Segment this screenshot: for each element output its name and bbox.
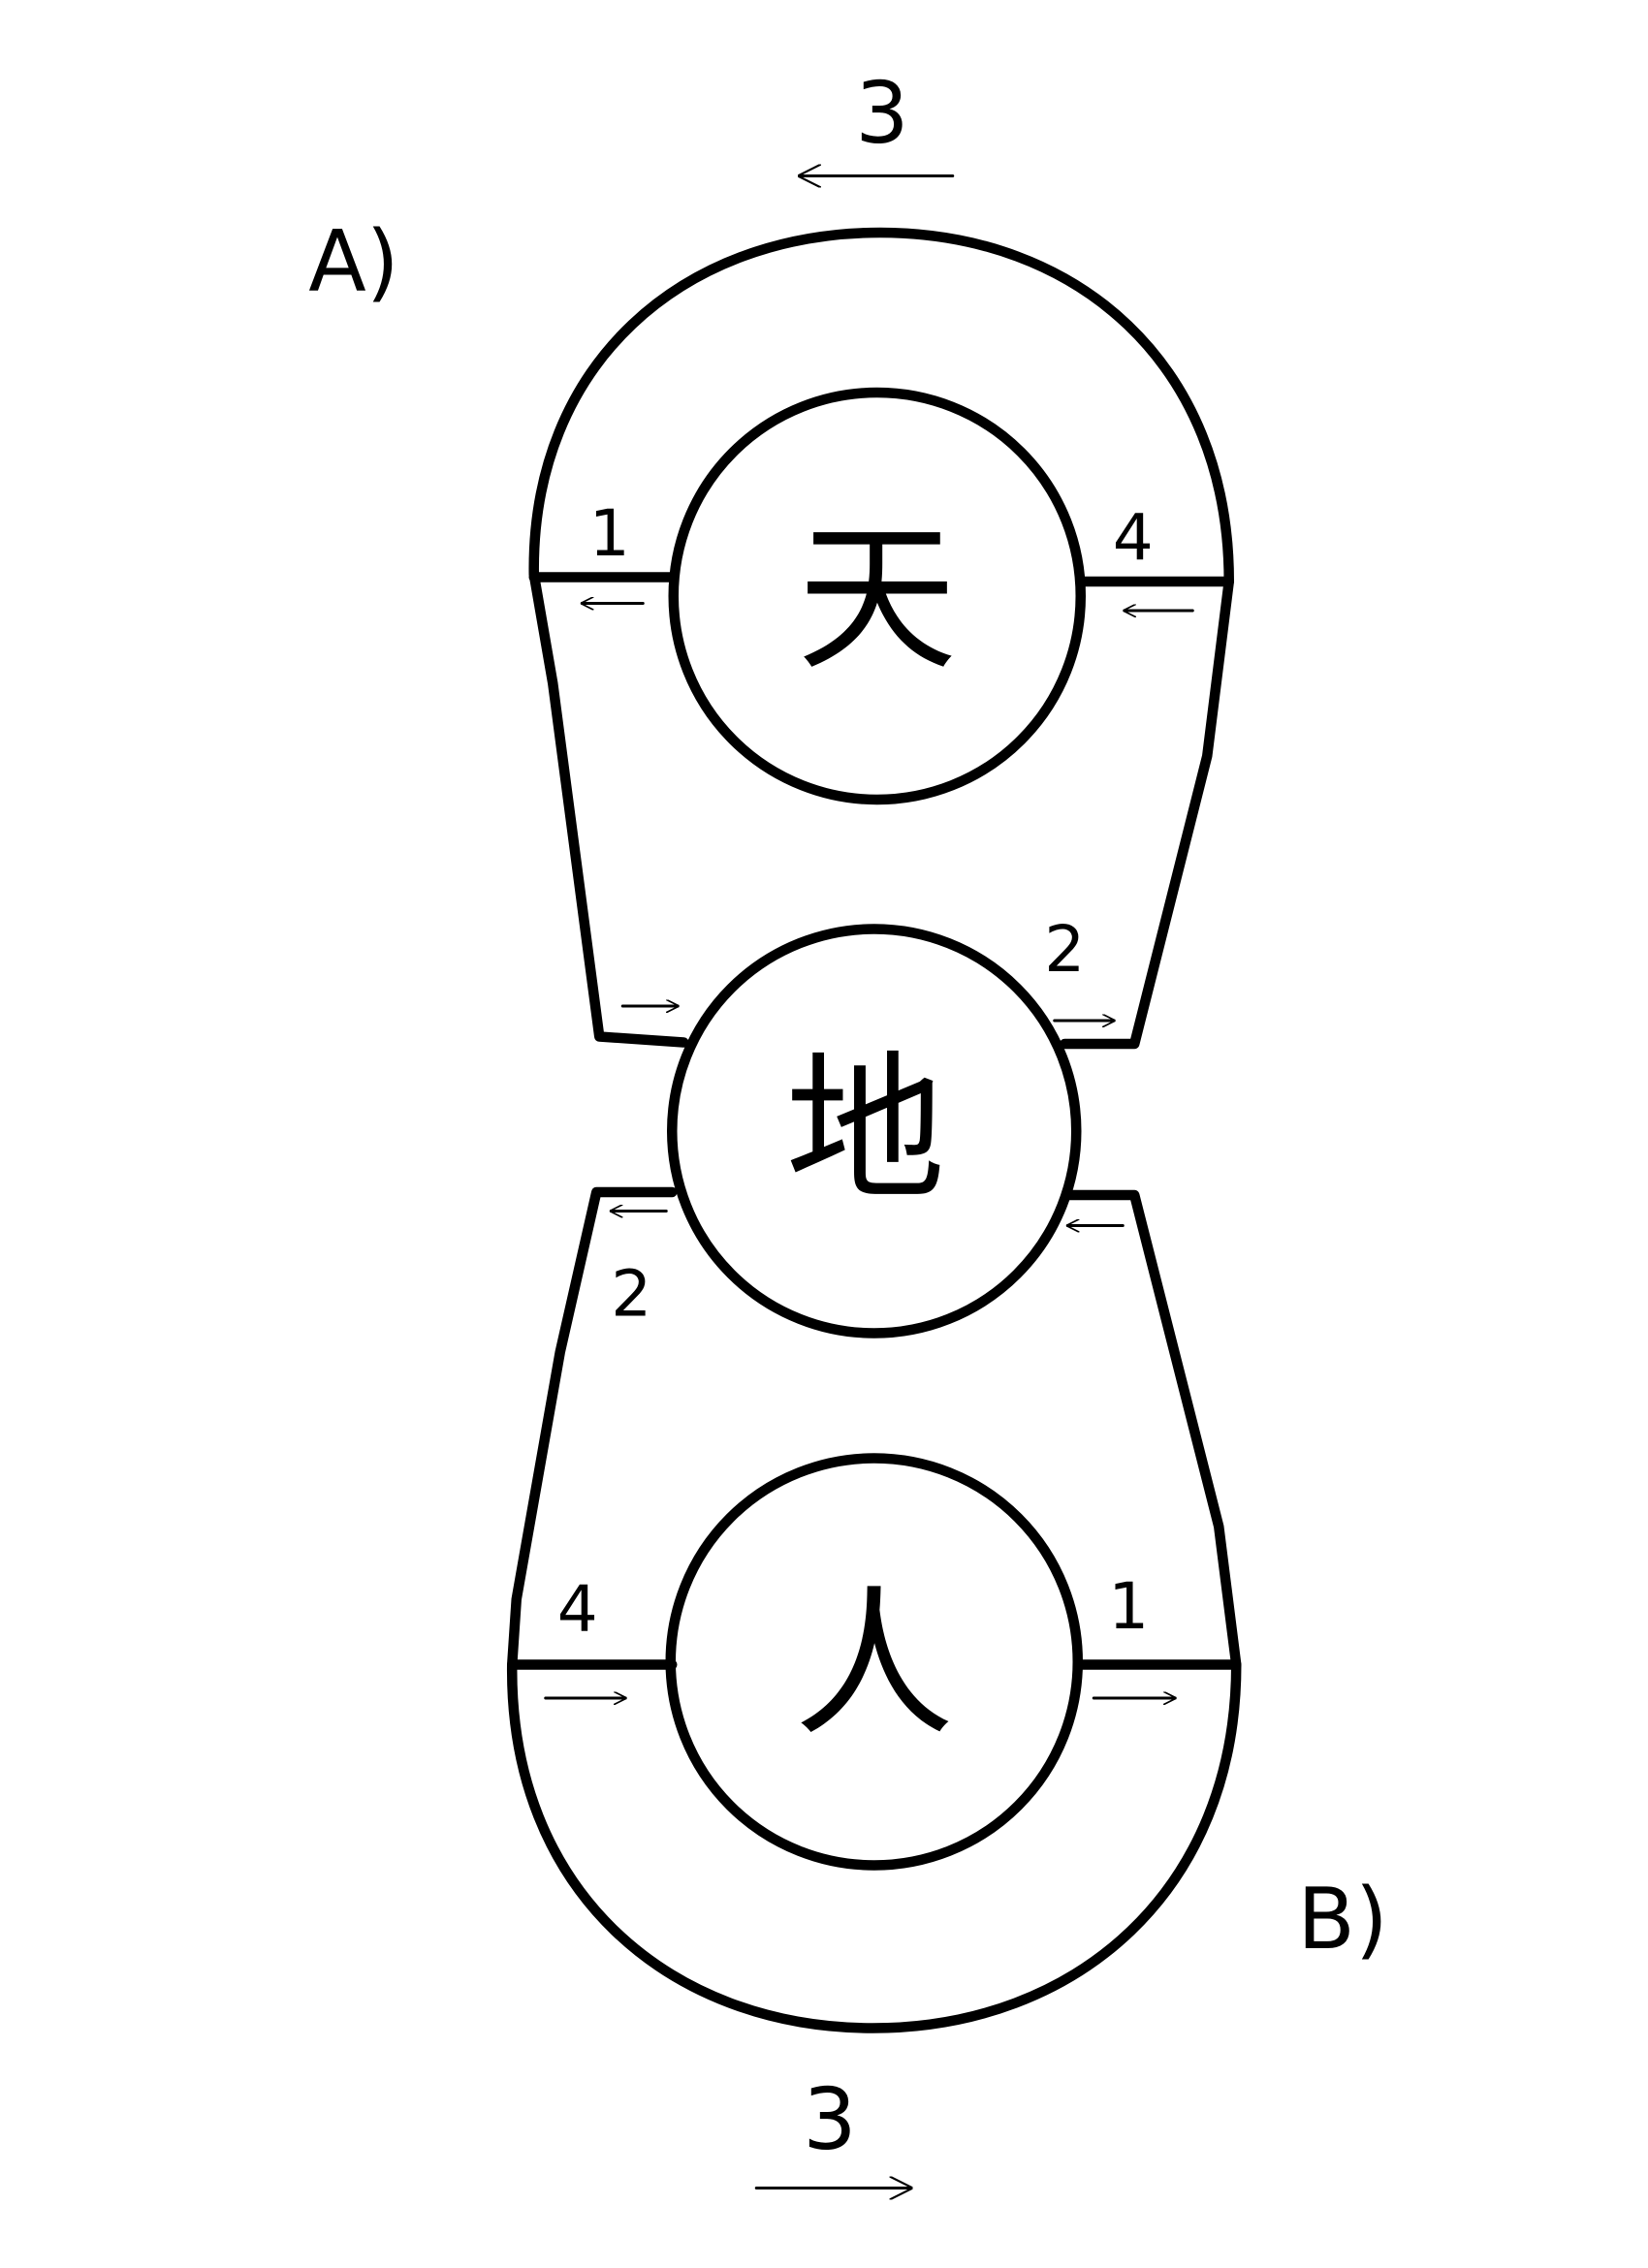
lower-loop-outline bbox=[506, 1186, 1242, 2033]
label-b: B) bbox=[1297, 1870, 1388, 1969]
bottom-flow-number: 3 bbox=[803, 2070, 856, 2169]
upper-left-number: 1 bbox=[589, 496, 630, 571]
heaven-character: 天 bbox=[797, 506, 957, 692]
label-a: A) bbox=[308, 212, 398, 311]
earth-character: 地 bbox=[785, 1037, 945, 1223]
upper-right-number: 4 bbox=[1113, 501, 1154, 576]
lower-left-number: 4 bbox=[557, 1572, 598, 1647]
lower-earth-left-number: 2 bbox=[611, 1257, 651, 1332]
lower-right-number: 1 bbox=[1108, 1569, 1149, 1644]
human-character: 人 bbox=[794, 1572, 954, 1758]
heaven-circle: 天 bbox=[668, 387, 1086, 805]
top-flow-number: 3 bbox=[855, 64, 908, 163]
human-circle: 人 bbox=[665, 1453, 1083, 1871]
earth-circle: 地 bbox=[667, 924, 1082, 1339]
upper-earth-right-number: 2 bbox=[1044, 912, 1085, 987]
upper-loop-outline bbox=[528, 227, 1234, 1050]
